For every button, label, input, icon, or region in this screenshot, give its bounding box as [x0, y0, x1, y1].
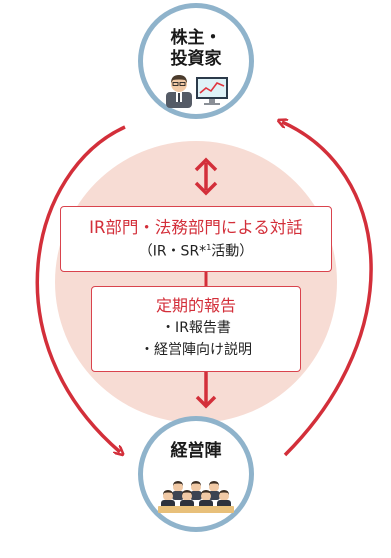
- management-label: 経営陣: [170, 441, 222, 461]
- right-cycle-arrow: [282, 122, 373, 457]
- dialogue-subtitle: （IR・SR*1活動）: [61, 238, 331, 262]
- investor-label-line2: 投資家: [170, 49, 222, 69]
- report-box: 定期的報告 ・IR報告書 ・経営陣向け説明: [91, 286, 301, 372]
- investor-at-monitor-icon: [166, 75, 228, 108]
- management-node: 経営陣: [138, 416, 254, 532]
- report-to-management-arrow: [195, 372, 217, 409]
- report-item-ir-report: ・IR報告書: [161, 320, 231, 336]
- report-title: 定期的報告: [155, 296, 236, 315]
- dialogue-box: IR部門・法務部門による対話 （IR・SR*1活動）: [60, 206, 332, 272]
- investor-node: 株主・ 投資家: [138, 3, 254, 119]
- report-item-management-briefing: ・経営陣向け説明: [140, 342, 252, 358]
- footnote-marker: 1: [206, 243, 212, 252]
- left-cycle-arrow: [35, 125, 125, 452]
- dialogue-subtitle-prefix: （IR・SR*: [138, 243, 207, 260]
- executive-meeting-icon: [158, 481, 234, 513]
- investor-label-line1: 株主・: [170, 28, 222, 48]
- bidirectional-arrow: [194, 157, 218, 196]
- investor-label: 株主・ 投資家: [163, 28, 229, 70]
- dialogue-title: IR部門・法務部門による対話: [89, 218, 303, 237]
- dialogue-subtitle-suffix: 活動）: [211, 243, 254, 260]
